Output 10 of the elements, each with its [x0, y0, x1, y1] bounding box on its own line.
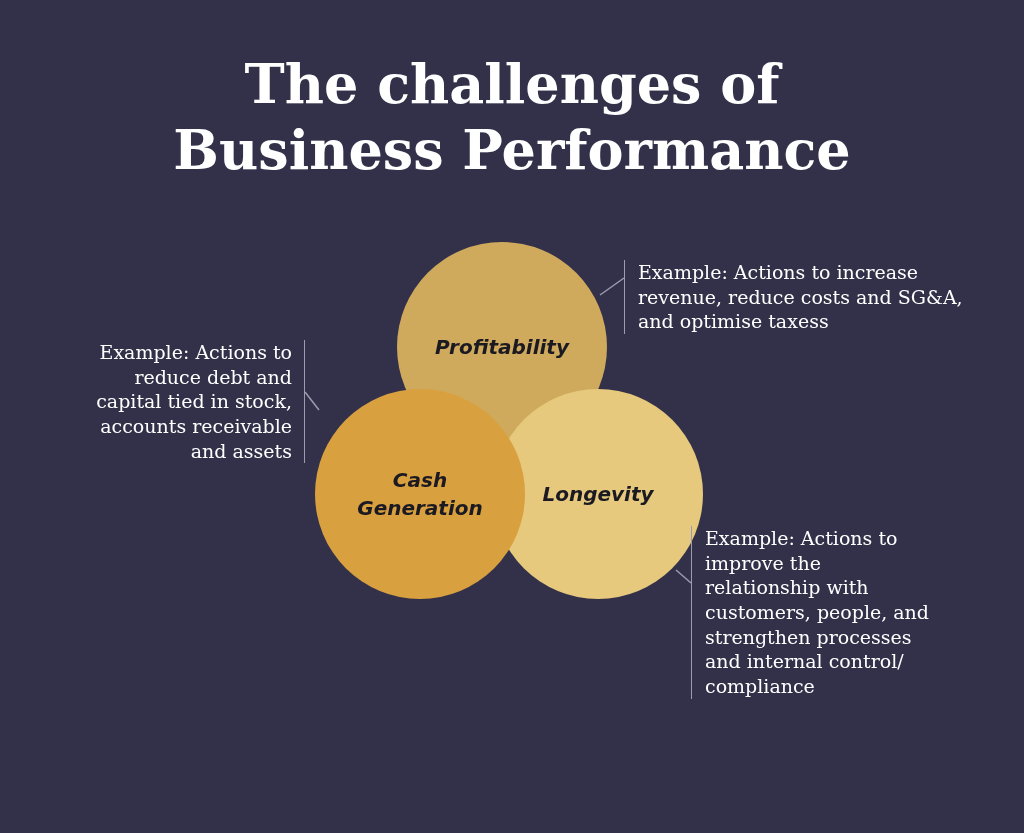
leader-line [599, 277, 625, 296]
circle-label: Longevity [542, 481, 654, 508]
leader-line [304, 391, 320, 411]
circle-label: Cash Generation [356, 467, 484, 522]
leader-line [675, 569, 692, 584]
title: The challenges of Business Performance [172, 52, 852, 184]
annotation-text: Example: Actions to improve the relationship with customers, people, and strengthen processes and internal control/ compliance [705, 526, 930, 699]
annotation-text: Example: Actions to increase revenue, reduce costs and SG&A, and optimise taxess [638, 260, 964, 335]
circle-label: Profitability [435, 334, 569, 361]
annotation-text: Example: Actions to reduce debt and capital tied in stock, accounts receivable and assets [95, 340, 292, 464]
